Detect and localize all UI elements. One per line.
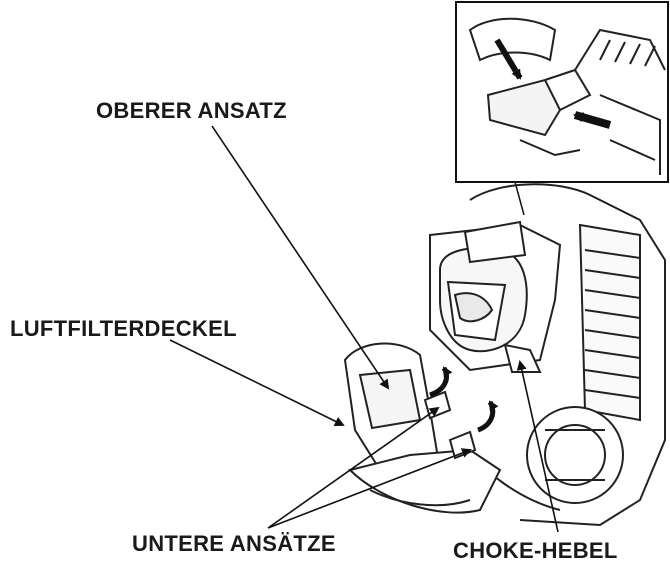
movement-arrows: [429, 366, 499, 433]
leader-lower-tab-2: [267, 448, 472, 529]
leader-lower-tab-1: [267, 406, 440, 529]
choke-lever-label: CHOKE-HEBEL: [453, 538, 618, 563]
detail-inset: [455, 1, 669, 216]
leader-choke-lever: [516, 360, 559, 533]
air-filter-cover-illustration: [343, 342, 502, 514]
upper-tab-label: OBERER ANSATZ: [96, 98, 287, 123]
leader-air-filter-cover: [169, 339, 345, 426]
leader-upper-tab: [211, 125, 390, 390]
leader-lines: [169, 125, 559, 533]
engine-illustration: [429, 183, 666, 527]
air-filter-cover-label: LUFTFILTERDECKEL: [10, 316, 237, 341]
lower-tabs-label: UNTERE ANSÄTZE: [132, 531, 336, 556]
